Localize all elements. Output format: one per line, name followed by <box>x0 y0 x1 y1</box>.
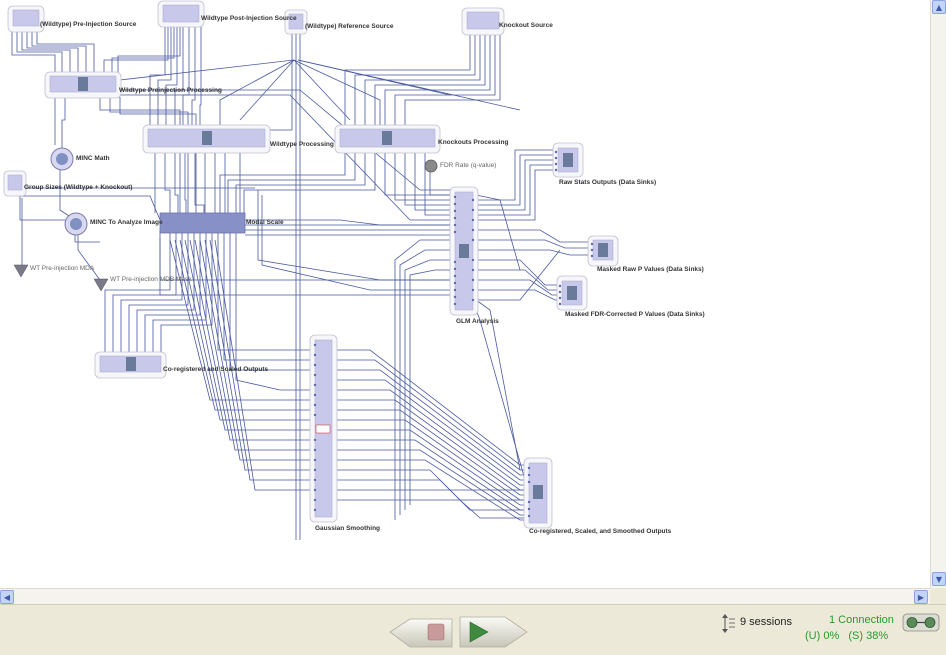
glm-analysis-node[interactable] <box>449 186 479 316</box>
coreg-scaled-outputs-node[interactable] <box>94 351 167 379</box>
knockouts-processing-node[interactable] <box>334 124 441 154</box>
scrollbar-corner <box>930 588 946 604</box>
modal-scale-node[interactable] <box>159 212 246 234</box>
wt-preinj-mdb-node[interactable] <box>93 278 109 292</box>
wt-processing-node[interactable] <box>142 124 271 154</box>
workflow-nodes <box>3 0 619 529</box>
connection-status: 1 Connection <box>829 614 894 626</box>
modal-scale-label: Modal Scale <box>246 219 284 226</box>
coreg-scaled-smoothed-outputs-label: Co-registered, Scaled, and Smoothed Outp… <box>529 528 672 535</box>
wt-preinj-processing-node[interactable] <box>44 71 122 99</box>
vertical-scrollbar[interactable]: ▲ ▼ <box>930 0 946 588</box>
stop-button[interactable] <box>389 618 453 648</box>
masked-raw-p-label: Masked Raw P Values (Data Sinks) <box>597 266 704 273</box>
glm-analysis-label: GLM Analysis <box>456 318 499 325</box>
connection-icon[interactable] <box>902 613 940 632</box>
scroll-right-button[interactable]: ▶ <box>914 590 928 604</box>
run-button[interactable] <box>459 616 528 648</box>
sessions-icon <box>722 614 735 633</box>
wt-preinj-source-node[interactable] <box>7 5 45 33</box>
wt-preinj-source-label: (Wildtype) Pre-Injection Source <box>40 21 137 28</box>
wt-postinj-source-node[interactable] <box>157 0 205 28</box>
fdr-rate-label: FDR Rate (q-value) <box>440 162 497 169</box>
gaussian-smoothing-label: Gaussian Smoothing <box>315 525 381 532</box>
scroll-down-button[interactable]: ▼ <box>932 572 946 586</box>
horizontal-scrollbar[interactable]: ◀ ▶ <box>0 588 930 605</box>
group-sizes-label: Group Sizes (Wildtype + Knockout) <box>24 184 133 191</box>
minc-math-label: MINC Math <box>76 155 110 162</box>
raw-stats-outputs-label: Raw Stats Outputs (Data Sinks) <box>559 179 657 186</box>
minc-to-analyze-label: MINC To Analyze Image <box>90 219 163 226</box>
wt-preinj-mda-node[interactable] <box>13 264 29 278</box>
minc-to-analyze-node[interactable] <box>64 212 88 236</box>
wt-reference-source-node[interactable] <box>284 9 308 35</box>
masked-fdr-p-label: Masked FDR-Corrected P Values (Data Sink… <box>565 311 705 318</box>
toolbar-graphics <box>389 613 940 648</box>
wt-preinj-mdb-label: WT Pre-injection MDB Mask <box>110 276 192 283</box>
knockouts-processing-label: Knockouts Processing <box>438 139 509 146</box>
knockout-source-node[interactable] <box>461 7 505 36</box>
play-icon <box>469 621 489 643</box>
sessions-count: 9 sessions <box>740 616 792 628</box>
scroll-up-button[interactable]: ▲ <box>932 0 946 14</box>
workflow-graph <box>3 0 619 540</box>
group-sizes-node[interactable] <box>3 170 27 197</box>
port-dots <box>313 150 594 518</box>
coreg-scaled-outputs-label: Co-registered and Scaled Outputs <box>163 366 269 373</box>
execution-toolbar: 9 sessions 1 Connection (U) 0% (S) 38% <box>0 604 946 655</box>
stop-icon <box>427 623 445 641</box>
raw-stats-outputs-node[interactable] <box>552 142 584 178</box>
wt-reference-source-label: (Wildtype) Reference Source <box>305 23 394 30</box>
coreg-scaled-smoothed-outputs-node[interactable] <box>523 457 553 529</box>
fdr-rate-node[interactable] <box>424 159 438 173</box>
knockout-source-label: Knockout Source <box>499 22 553 29</box>
wt-postinj-source-label: Wildtype Post-Injection Source <box>201 15 297 22</box>
connection-wires <box>11 25 592 540</box>
scroll-left-button[interactable]: ◀ <box>0 590 14 604</box>
workflow-canvas[interactable]: (Wildtype) Pre-Injection Source Wildtype… <box>0 0 930 588</box>
minc-math-node[interactable] <box>50 147 74 171</box>
wt-preinj-processing-label: Wildtype Preinjection Processing <box>119 87 222 94</box>
wt-preinj-mda-label: WT Pre-injection MDA <box>30 265 95 272</box>
masked-fdr-p-node[interactable] <box>556 275 588 311</box>
usage-status: (U) 0% (S) 38% <box>805 630 889 642</box>
masked-raw-p-node[interactable] <box>587 235 619 267</box>
gaussian-smoothing-node[interactable] <box>309 334 338 523</box>
wt-processing-label: Wildtype Processing <box>270 141 334 148</box>
